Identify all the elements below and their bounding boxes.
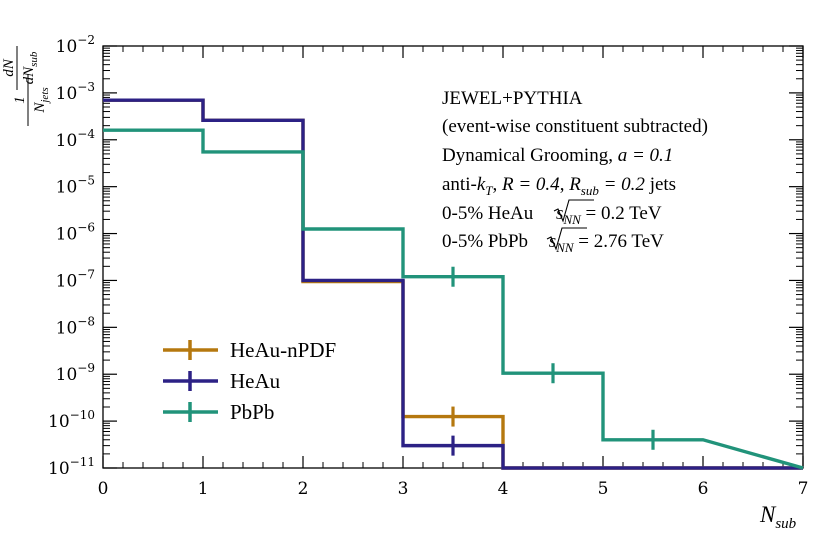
x-tick-label: 6 [698, 479, 709, 499]
y-tick-label: 10−3 [56, 80, 95, 104]
axis-ticks [102, 45, 804, 469]
y-tick-labels: 10−2 10−3 10−4 10−5 10−6 10−7 10−8 10−9 10−10 10−… [48, 33, 95, 479]
svg-text:dNsub: dNsub [21, 51, 40, 84]
legend-label-heau: HeAu [230, 369, 281, 393]
annotation-pbpb-energy: 0-5% PbPb sNN = 2.76 TeV [442, 227, 664, 255]
x-tick-label: 0 [98, 479, 109, 499]
annotation-jets: anti-kT, R = 0.4, Rsub = 0.2 jets [442, 174, 676, 198]
series-line-heau [103, 98, 803, 470]
legend-label-pbpb: PbPb [230, 400, 274, 424]
y-axis-title-derivative: dN dNsub [1, 46, 40, 90]
annotation-block: JEWEL+PYTHIA (event-wise constituent sub… [442, 88, 708, 255]
y-tick-label: 10−9 [56, 361, 95, 385]
legend-entry-pbpb: PbPb [163, 400, 274, 424]
svg-text:dN: dN [1, 58, 17, 77]
y-tick-label: 10−8 [56, 314, 95, 338]
y-axis-title: 1 Njets [12, 74, 51, 126]
x-axis-title: Nsub [759, 502, 797, 532]
y-tick-label: 10−4 [56, 127, 96, 151]
x-tick-label: 4 [498, 479, 509, 499]
annotation-subtraction: (event-wise constituent subtracted) [442, 116, 708, 137]
legend-entry-heau: HeAu [163, 369, 281, 393]
series-group [103, 98, 804, 470]
svg-text:1: 1 [12, 96, 28, 104]
svg-text:0-5% PbPb sNN = 2.76 TeV: 0-5% PbPb sNN = 2.76 TeV [442, 231, 664, 255]
y-tick-label: 10−6 [56, 221, 95, 245]
annotation-heau-energy: 0-5% HeAu sNN = 0.2 TeV [442, 199, 662, 227]
y-tick-label: 10−10 [48, 408, 95, 432]
x-tick-label: 5 [598, 479, 609, 499]
x-tick-label: 7 [798, 479, 809, 499]
legend-entry-heau-npdf: HeAu-nPDF [163, 338, 336, 362]
annotation-generator: JEWEL+PYTHIA [442, 88, 583, 109]
x-tick-label: 3 [398, 479, 409, 499]
svg-text:Njets: Njets [32, 87, 51, 113]
legend-label-heau-npdf: HeAu-nPDF [230, 338, 336, 362]
series-line-pbpb [103, 128, 804, 470]
y-tick-label: 10−7 [56, 267, 95, 291]
legend: HeAu-nPDF HeAu PbPb [163, 338, 336, 424]
y-tick-label: 10−2 [56, 33, 95, 57]
x-tick-label: 1 [198, 479, 209, 499]
x-tick-label: 2 [298, 479, 309, 499]
annotation-grooming: Dynamical Grooming, a = 0.1 [442, 145, 673, 166]
x-tick-labels: 0 1 2 3 4 5 6 7 [98, 479, 809, 499]
plot-frame [102, 45, 804, 469]
y-tick-label: 10−5 [56, 174, 95, 198]
svg-text:0-5% HeAu sNN = 0.2 TeV: 0-5% HeAu sNN = 0.2 TeV [442, 203, 662, 227]
y-tick-label: 10−11 [48, 455, 95, 479]
